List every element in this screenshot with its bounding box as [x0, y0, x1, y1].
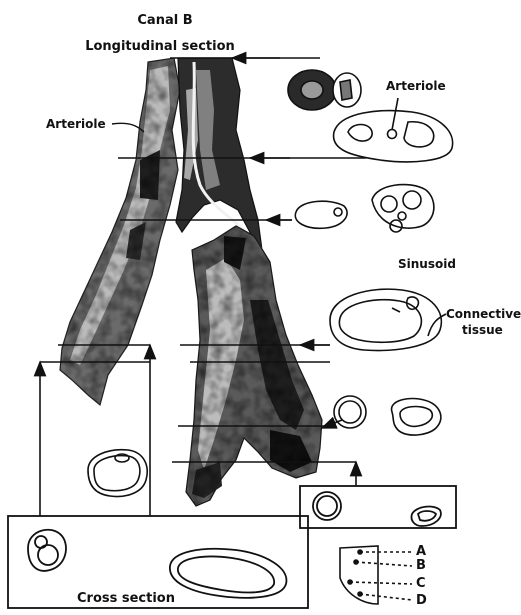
diagram-title: Canal B: [137, 14, 192, 27]
level-label-c: C: [416, 577, 426, 590]
label-cross-section: Cross section: [77, 592, 175, 605]
cross-section-level-2: [334, 98, 453, 162]
cross-section-level-3: [295, 185, 434, 232]
cross-section-level-1: [288, 70, 361, 110]
cross-section-left: [88, 450, 147, 497]
level-key-schematic: [340, 546, 412, 604]
bottom-right-box: [300, 486, 456, 528]
level-label-b: B: [416, 559, 426, 572]
cross-section-level-4: [330, 289, 446, 350]
label-connective: Connective: [446, 308, 521, 320]
level-label-a: A: [416, 545, 426, 558]
level-label-d: D: [416, 594, 427, 607]
diagram-subtitle: Longitudinal section: [85, 40, 235, 53]
label-arteriole-right: Arteriole: [386, 80, 446, 92]
cross-section-level-5: [334, 396, 441, 435]
label-sinusoid: Sinusoid: [398, 258, 456, 270]
label-arteriole-left: Arteriole: [46, 118, 106, 130]
label-tissue: tissue: [462, 324, 503, 336]
